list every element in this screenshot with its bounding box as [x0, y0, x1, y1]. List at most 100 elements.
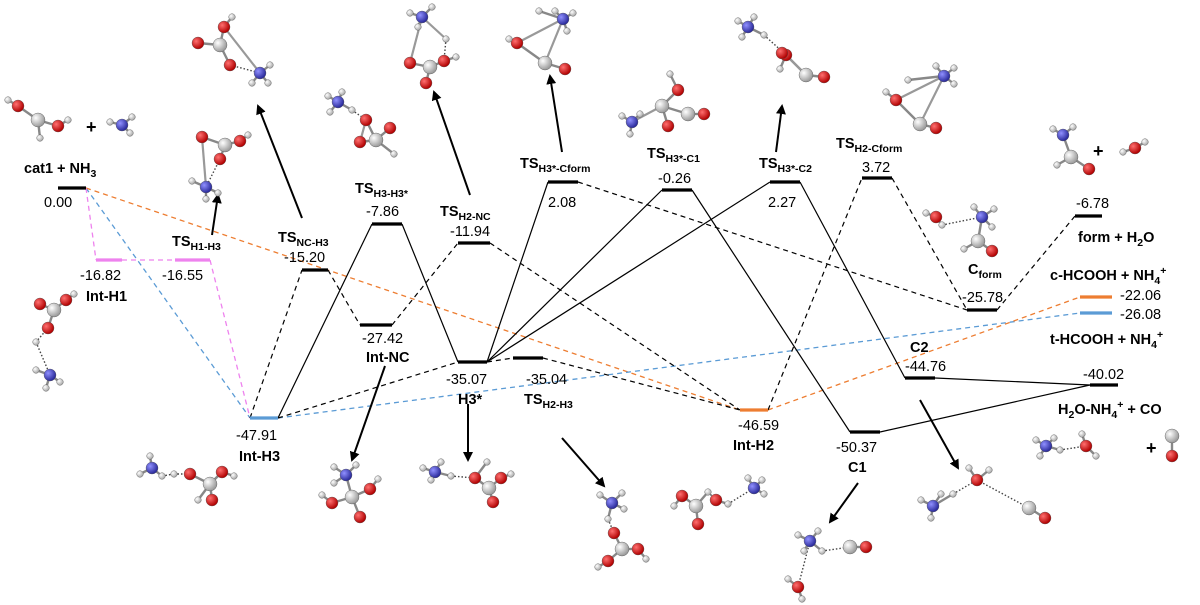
atom-h [927, 514, 935, 522]
atom-h [724, 500, 732, 508]
value-int-nc: -27.42 [362, 331, 403, 347]
arrow-ts-h3s-cform [546, 74, 563, 153]
value-ts-h3s-c1: -0.26 [658, 171, 691, 187]
structure-h2o-icon [1119, 138, 1149, 156]
plus-sign-co: + [1146, 438, 1157, 458]
atom-h [618, 489, 626, 497]
atom-h [1119, 148, 1127, 156]
structure-co-icon [1164, 428, 1180, 463]
atom-o [675, 489, 689, 503]
atom-o [353, 135, 367, 149]
structure-c2-icon [917, 464, 1052, 525]
atom-c [1164, 428, 1180, 444]
atom-h [551, 7, 559, 15]
atom-h [642, 555, 650, 563]
atom-o [215, 465, 229, 479]
atom-h [932, 62, 940, 70]
atom-o [217, 20, 231, 34]
atom-h [738, 33, 746, 41]
atom-h [214, 189, 222, 197]
structure-ts-nc-h3-icon [191, 13, 274, 87]
atom-n [199, 180, 213, 194]
atom-o [363, 482, 377, 496]
atom-o [671, 83, 685, 97]
atom-o [11, 99, 25, 113]
label-int-h2: Int-H2 [733, 438, 774, 454]
atom-h [794, 531, 802, 539]
arrow-ts-nc-h3 [256, 104, 303, 219]
atom-o [191, 36, 205, 50]
connector-cform-form [996, 215, 1076, 311]
atom-c [368, 132, 384, 148]
atom-c [970, 233, 986, 249]
bond [797, 540, 811, 588]
atom-h [1032, 436, 1040, 444]
label-cat1: cat1 + NH3 [24, 161, 97, 180]
atom-h [758, 476, 766, 484]
atom-h [228, 13, 236, 21]
atom-h [535, 7, 543, 15]
atom-h [960, 245, 968, 253]
atom-h [390, 150, 398, 158]
atom-h [42, 384, 50, 392]
atom-h [414, 23, 422, 31]
atom-h [800, 547, 808, 555]
atom-n [937, 69, 951, 83]
connector-int-h3-ts-nc-h3 [249, 269, 303, 419]
atom-o [1128, 141, 1142, 155]
atom-h [428, 3, 436, 11]
atom-n [1056, 128, 1070, 142]
atom-h [596, 491, 604, 499]
atom-c [422, 59, 438, 75]
atom-o [494, 471, 508, 485]
atom-n [339, 468, 353, 482]
atom-o [1165, 449, 1179, 463]
atom-o [970, 473, 984, 487]
atom-h [784, 575, 792, 583]
atom-h [760, 490, 768, 498]
bond [408, 16, 424, 64]
arrow-c1 [828, 482, 859, 524]
label-ts-h3-h3s: TSH3-H3* [355, 181, 409, 200]
arrow-int-nc [349, 365, 386, 462]
structure-ts-h1-h3-icon [188, 130, 252, 203]
atom-c [688, 498, 704, 514]
label-c2: C2 [910, 340, 929, 356]
structure-c1-icon [784, 527, 873, 603]
atom-n [747, 481, 761, 495]
atom-h [569, 9, 577, 17]
atom-o [709, 493, 723, 507]
atom-h [36, 134, 44, 142]
atom-o [353, 510, 367, 524]
atom-c [202, 476, 218, 492]
atom-h [318, 491, 326, 499]
value-ts-nc-h3: -15.20 [284, 250, 325, 266]
connector-ts-h3s-c2-c2 [799, 181, 906, 379]
structure-form-icon [1049, 123, 1096, 176]
atom-h [1092, 452, 1100, 460]
atom-h [949, 490, 957, 498]
atom-c [1021, 500, 1037, 516]
label-ts-h2-h3: TSH2-H3 [524, 392, 573, 411]
molecular-structures [4, 3, 1180, 603]
atom-n [803, 534, 817, 548]
atom-h [814, 527, 822, 535]
atom-o [51, 119, 65, 133]
atom-h [970, 203, 978, 211]
bond [607, 518, 615, 534]
connector-c2-h2o-nh4-co [934, 377, 1091, 386]
connector-cat1-int-h1 [85, 187, 97, 261]
connector-ts-nc-h3-int-nc [327, 269, 361, 326]
atom-c [842, 539, 858, 555]
atom-h [326, 108, 334, 116]
atom-c [1063, 149, 1079, 165]
atom-h [348, 106, 356, 114]
atom-h [126, 129, 134, 137]
label-int-nc: Int-NC [366, 350, 410, 366]
atom-n [975, 210, 989, 224]
atom-h [338, 88, 346, 96]
atom-o [889, 93, 903, 107]
atom-h [419, 464, 427, 472]
atom-h [264, 79, 272, 87]
label-ts-h1-h3: TSH1-H3 [172, 234, 221, 253]
